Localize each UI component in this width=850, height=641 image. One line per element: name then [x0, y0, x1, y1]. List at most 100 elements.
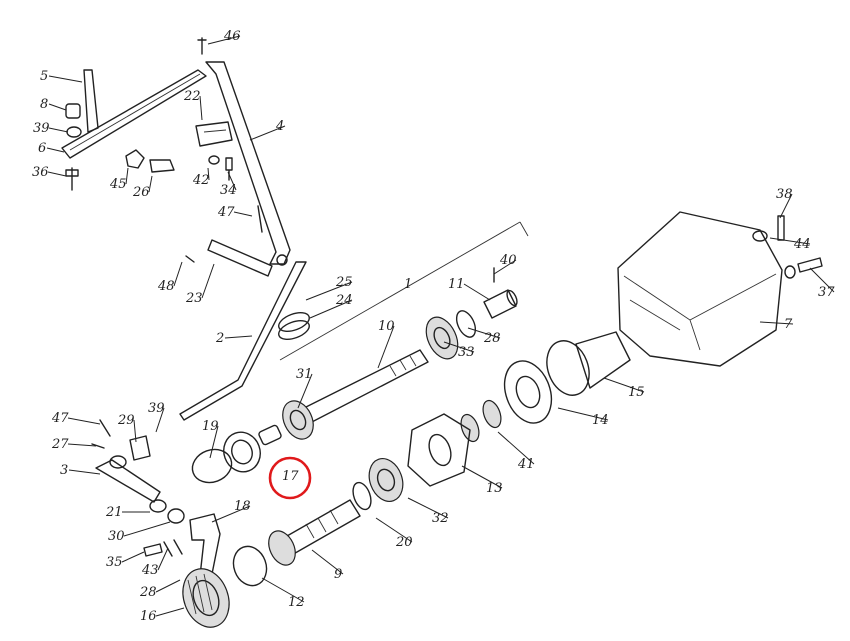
- cotter-48: [185, 255, 195, 263]
- callout-label-38: 38: [776, 187, 793, 202]
- ring-28: [455, 310, 477, 338]
- callout-label-30: 30: [108, 529, 125, 544]
- callout-leader-28: [467, 327, 501, 339]
- callout-label-39: 39: [33, 121, 50, 136]
- fork-18: [189, 513, 221, 577]
- lever-4: [205, 61, 291, 266]
- housing-7: [617, 211, 783, 367]
- bolt-34: [225, 157, 233, 181]
- callout-leader-35: [121, 551, 145, 563]
- callout-label-15: 15: [628, 385, 645, 400]
- callout-leader-31: [297, 373, 313, 409]
- callout-leader-20: [375, 517, 413, 543]
- bolt-37: [784, 257, 823, 279]
- callout-label-46: 46: [223, 29, 241, 44]
- callout-leader-40: [493, 259, 517, 275]
- shaft-10: [299, 349, 429, 425]
- callout-leader-5: [48, 75, 83, 83]
- callout-label-12: 12: [288, 595, 305, 610]
- callout-leader-26: [148, 175, 153, 193]
- bushing-17: [258, 424, 282, 446]
- callout-leader-13: [461, 465, 503, 489]
- callout-label-29: 29: [117, 413, 135, 428]
- callout-leader-2: [224, 335, 253, 339]
- bearing-cup: [223, 431, 261, 473]
- nut-45: [125, 149, 145, 169]
- callout-leader-47: [233, 211, 253, 217]
- callout-label-4: 4: [275, 119, 284, 134]
- cover-15: [546, 331, 631, 396]
- callout-leader-3: [68, 469, 101, 475]
- callout-label-48: 48: [157, 279, 175, 294]
- plate-13: [407, 413, 471, 487]
- callout-leader-23: [201, 263, 215, 299]
- callout-leader-16: [155, 607, 185, 617]
- callout-label-39b: 39: [148, 401, 165, 416]
- callout-label-7: 7: [784, 317, 793, 332]
- callout-label-44: 44: [793, 237, 811, 252]
- callout-leader-27: [67, 443, 97, 447]
- callout-label-3: 3: [60, 463, 68, 478]
- callout-label-1: 1: [404, 277, 412, 292]
- callout-label-19: 19: [202, 419, 219, 434]
- callout-leader-18: [211, 505, 251, 523]
- callout-label-8: 8: [40, 97, 48, 112]
- callout-label-32: 32: [432, 511, 449, 526]
- callout-label-35: 35: [106, 555, 123, 570]
- callout-leader-9: [311, 549, 344, 575]
- gear-31: [282, 400, 314, 440]
- callout-label-33: 33: [458, 345, 475, 360]
- callout-label-47b: 47: [51, 411, 69, 426]
- callout-label-27: 27: [51, 437, 69, 452]
- callout-label-42: 42: [192, 173, 210, 188]
- callout-label-24: 24: [335, 293, 353, 308]
- callout-label-23: 23: [185, 291, 203, 306]
- washers-30-21: [149, 499, 185, 524]
- callout-leader-46: [207, 35, 241, 45]
- ring-19: [191, 448, 233, 484]
- pins-47-27: [91, 419, 111, 449]
- callout-leader-11: [463, 283, 491, 301]
- bracket-22: [195, 121, 233, 147]
- callout-leader-41: [497, 431, 535, 465]
- callout-leader-39b: [155, 407, 165, 433]
- callout-leader-28b: [155, 579, 181, 593]
- pin-46: [197, 37, 207, 55]
- bushing-8: [65, 103, 81, 119]
- ring-12: [232, 545, 268, 587]
- callout-label-11: 11: [448, 277, 465, 292]
- rings-24-25: [278, 312, 310, 340]
- callout-leader-34: [227, 171, 237, 191]
- callout-label-41: 41: [517, 457, 535, 472]
- callout-label-43: 43: [141, 563, 159, 578]
- bracket-29: [129, 435, 151, 461]
- callout-leader-42: [207, 167, 210, 181]
- bushing-11: [483, 289, 518, 319]
- callout-label-2: 2: [215, 331, 224, 346]
- lever-3: [95, 455, 161, 503]
- callout-leader-37: [809, 267, 835, 293]
- pin-47: [257, 205, 263, 233]
- washer-44: [752, 230, 768, 242]
- callout-label-28b: 28: [139, 585, 157, 600]
- callout-layer: 4658396364526224423447482322524110114028…: [32, 29, 835, 624]
- callout-label-28: 28: [483, 331, 501, 346]
- callout-label-13: 13: [486, 481, 503, 496]
- callout-label-16: 16: [140, 609, 157, 624]
- callout-leader-39: [48, 127, 69, 133]
- callout-label-17: 17: [282, 469, 299, 484]
- bolt-36: [65, 167, 79, 191]
- callout-label-22: 22: [183, 89, 201, 104]
- callout-label-18: 18: [234, 499, 251, 514]
- callout-label-20: 20: [395, 535, 413, 550]
- callout-label-36: 36: [32, 165, 49, 180]
- assembly-1-outline: [279, 221, 529, 361]
- callout-leader-6: [46, 147, 65, 153]
- callout-label-14: 14: [592, 413, 609, 428]
- pedal-lever-5: [83, 69, 99, 133]
- highlight-circle-17: [268, 456, 312, 500]
- bearing-32: [368, 458, 404, 502]
- shaft-23: [207, 239, 273, 277]
- callout-label-5: 5: [40, 69, 48, 84]
